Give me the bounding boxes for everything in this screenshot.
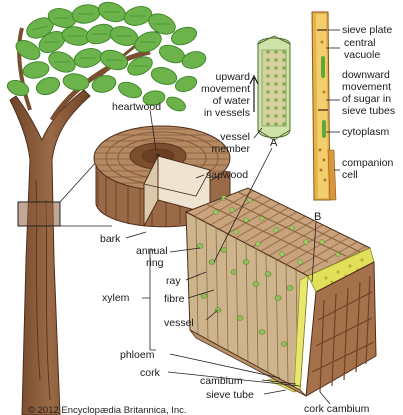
label-bark: bark <box>100 233 121 245</box>
trunk-section-box <box>18 202 60 226</box>
label-downward-1: downward <box>342 69 390 81</box>
label-cork-cambium: cork cambium <box>304 403 370 415</box>
label-downward-2: movement <box>342 81 391 93</box>
label-upward-2: movement <box>201 83 250 95</box>
label-cork: cork <box>140 367 161 379</box>
label-vessel-member-1: vessel <box>220 131 250 143</box>
label-cambium: cambium <box>200 375 243 387</box>
label-fibre: fibre <box>164 293 185 305</box>
label-upward-4: in vessels <box>204 107 250 119</box>
label-downward-4: sieve tubes <box>342 105 395 117</box>
label-cytoplasm: cytoplasm <box>342 126 390 138</box>
label-phloem: phloem <box>120 349 155 361</box>
label-downward-3: of sugar in <box>342 93 391 105</box>
label-sieve-plate: sieve plate <box>342 24 392 36</box>
vessel-member-inset <box>250 36 290 140</box>
tree-trunk <box>10 90 90 415</box>
label-companion-2: cell <box>342 169 358 181</box>
label-vessel: vessel <box>164 317 194 329</box>
label-upward-3: of water <box>213 95 251 107</box>
marker-b: B <box>314 211 321 223</box>
upward-arrow-icon <box>250 76 258 112</box>
copyright-notice: © 2012 Encyclopædia Britannica, Inc. <box>28 405 187 415</box>
label-companion-1: companion <box>342 157 394 169</box>
label-annual: annual <box>136 245 168 257</box>
label-sapwood: sapwood <box>206 169 248 181</box>
label-ring: ring <box>146 257 164 269</box>
tree-foliage <box>5 0 207 114</box>
label-heartwood: heartwood <box>112 101 161 113</box>
label-ray: ray <box>166 275 181 287</box>
label-upward-1: upward <box>216 71 251 83</box>
label-sieve-tube: sieve tube <box>206 389 254 401</box>
sieve-tube-inset <box>312 12 336 200</box>
marker-a: A <box>270 137 278 149</box>
wood-block <box>186 188 376 396</box>
label-xylem: xylem <box>102 292 130 304</box>
label-vessel-member-2: member <box>211 143 250 155</box>
label-vacuole: vacuole <box>344 49 380 61</box>
label-central: central <box>344 37 376 49</box>
